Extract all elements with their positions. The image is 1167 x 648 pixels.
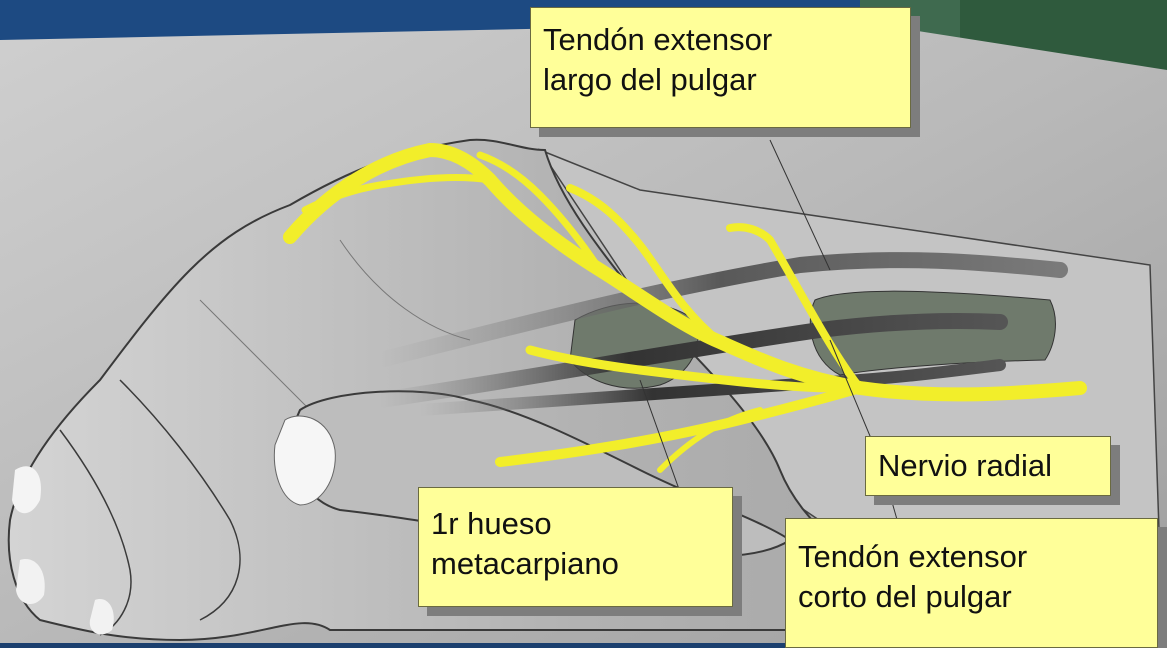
label-line: 1r hueso: [431, 506, 552, 541]
label-metacarpiano: 1r hueso metacarpiano: [418, 487, 733, 607]
pointer-line-largo: [769, 139, 831, 271]
fingernail: [16, 559, 45, 605]
radius-bone: [809, 290, 1056, 376]
thumbnail: [273, 415, 336, 506]
tendon-extensor-largo: [372, 252, 1068, 368]
tendon-extensor-corto: [372, 312, 1008, 408]
fingernail: [89, 599, 114, 635]
label-line: Tendón extensor: [798, 539, 1028, 574]
label-nervio-radial: Nervio radial: [865, 436, 1111, 496]
label-tendon-extensor-corto: Tendón extensor corto del pulgar: [785, 518, 1158, 648]
label-tendon-extensor-largo: Tendón extensor largo del pulgar: [530, 7, 911, 128]
label-line: largo del pulgar: [543, 62, 757, 97]
finger-line: [119, 379, 241, 621]
label-line: Tendón extensor: [543, 22, 773, 57]
label-line: Nervio radial: [878, 448, 1053, 483]
label-line: corto del pulgar: [798, 579, 1012, 614]
label-line: metacarpiano: [431, 546, 619, 581]
finger-line: [59, 429, 132, 636]
fingernail: [12, 466, 41, 514]
nervio-radial: [283, 142, 1087, 473]
